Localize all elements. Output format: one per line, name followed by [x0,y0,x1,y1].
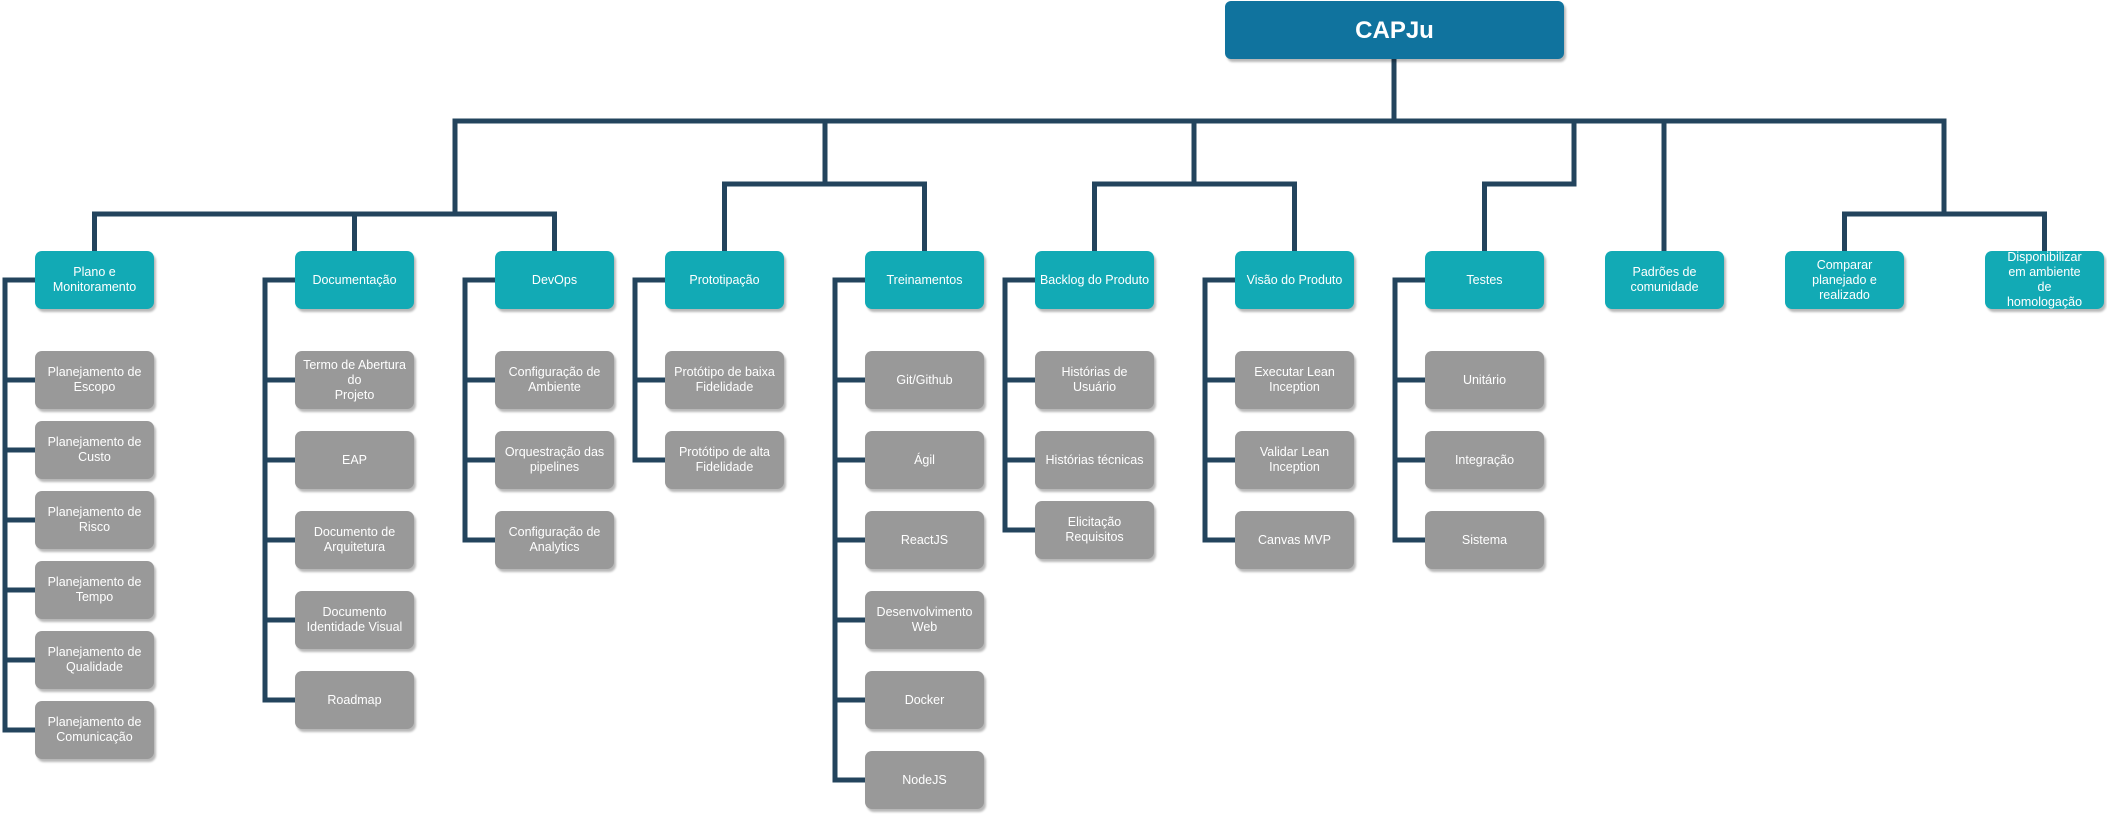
task-node: Canvas MVP [1235,511,1354,569]
task-node: Executar Lean Inception [1235,351,1354,409]
task-node: Validar Lean Inception [1235,431,1354,489]
task-node: Documento de Arquitetura [295,511,414,569]
task-node: Configuração de Ambiente [495,351,614,409]
task-node: Ágil [865,431,984,489]
task-node: Protótipo de alta Fidelidade [665,431,784,489]
task-node: Protótipo de baixa Fidelidade [665,351,784,409]
task-node: Planejamento de Comunicação [35,701,154,759]
category-node: Backlog do Produto [1035,251,1154,309]
task-node: NodeJS [865,751,984,809]
task-node: Configuração de Analytics [495,511,614,569]
category-node: Plano e Monitoramento [35,251,154,309]
task-node: Desenvolvimento Web [865,591,984,649]
category-node: Comparar planejado e realizado [1785,251,1904,309]
category-node: Documentação [295,251,414,309]
task-node: Roadmap [295,671,414,729]
task-node: Histórias de Usuário [1035,351,1154,409]
task-node: Elicitação Requisitos [1035,501,1154,559]
task-node: Orquestração das pipelines [495,431,614,489]
category-node: Treinamentos [865,251,984,309]
task-node: Planejamento de Tempo [35,561,154,619]
task-node: Documento Identidade Visual [295,591,414,649]
category-node: Visão do Produto [1235,251,1354,309]
task-node: Integração [1425,431,1544,489]
category-node: Disponibilizar em ambiente de homologaçã… [1985,250,2104,309]
task-node: Git/Github [865,351,984,409]
category-node: Prototipação [665,251,784,309]
task-node: Planejamento de Qualidade [35,631,154,689]
task-node: Docker [865,671,984,729]
category-node: Padrões de comunidade [1605,251,1724,309]
task-node: Planejamento de Risco [35,491,154,549]
category-node: Testes [1425,251,1544,309]
task-node: Histórias técnicas [1035,431,1154,489]
task-node: Termo de Abertura do Projeto [295,351,414,409]
task-node: Planejamento de Escopo [35,351,154,409]
root-node: CAPJu [1225,1,1564,59]
category-node: DevOps [495,251,614,309]
task-node: ReactJS [865,511,984,569]
task-node: Sistema [1425,511,1544,569]
task-node: Planejamento de Custo [35,421,154,479]
task-node: Unitário [1425,351,1544,409]
task-node: EAP [295,431,414,489]
